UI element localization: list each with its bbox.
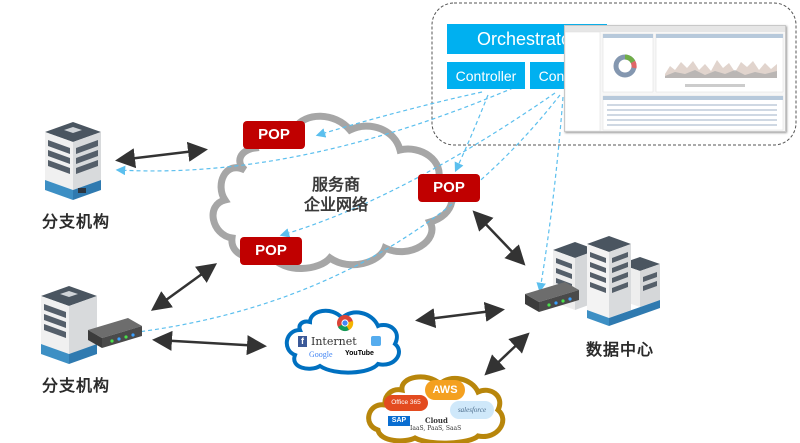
link-saas-datacenter xyxy=(484,332,530,376)
office365-logo: Office 365 xyxy=(384,395,428,411)
google-logo: Google xyxy=(309,350,333,359)
dashboard-screenshot xyxy=(564,25,786,132)
controller-box-1: Controller xyxy=(447,62,525,89)
cloud-label: Cloud xyxy=(425,416,448,425)
provider-network-label: 服务商 企业网络 xyxy=(296,175,376,215)
dashboard-thumbnail-icon xyxy=(565,26,785,131)
salesforce-logo: salesforce xyxy=(450,401,494,419)
twitter-icon xyxy=(371,336,381,346)
aws-logo: AWS xyxy=(425,380,465,400)
control-link-pop1 xyxy=(315,91,483,138)
facebook-icon: f xyxy=(298,336,307,347)
chrome-icon xyxy=(337,315,354,332)
building-with-router-icon xyxy=(41,286,142,364)
youtube-logo: YouTube xyxy=(345,350,374,357)
control-link-branch2 xyxy=(127,94,561,337)
pop-badge-1: POP xyxy=(243,121,305,149)
link-internet-datacenter xyxy=(415,301,505,329)
sap-logo: SAP xyxy=(388,416,410,426)
branch-label-1: 分支机构 xyxy=(42,212,111,231)
control-link-pop2 xyxy=(454,94,489,173)
link-pop-datacenter xyxy=(472,210,526,266)
orchestrator-panel-border xyxy=(431,2,797,146)
internet-cloud-shape xyxy=(284,308,401,375)
building-icon xyxy=(45,122,101,200)
pop-badge-2: POP xyxy=(418,174,480,202)
branch-label-2: 分支机构 xyxy=(42,376,111,395)
datacenter-buildings-router-icon xyxy=(525,236,660,326)
saas-cloud-shape xyxy=(366,374,506,443)
datacenter-label: 数据中心 xyxy=(586,340,655,359)
provider-label-line1: 服务商 xyxy=(311,175,360,194)
link-branch2-internet xyxy=(152,330,267,356)
internet-label: Internet xyxy=(311,335,357,348)
control-link-branch1 xyxy=(115,84,521,176)
link-branch2-provider xyxy=(150,263,218,311)
provider-label-line2: 企业网络 xyxy=(303,195,368,214)
control-link-pop3 xyxy=(279,92,556,238)
link-branch1-provider xyxy=(115,141,208,169)
pop-badge-3: POP xyxy=(240,237,302,265)
control-link-datacenter xyxy=(536,96,564,293)
cloud-sublabel: IaaS, PaaS, SaaS xyxy=(410,425,462,432)
